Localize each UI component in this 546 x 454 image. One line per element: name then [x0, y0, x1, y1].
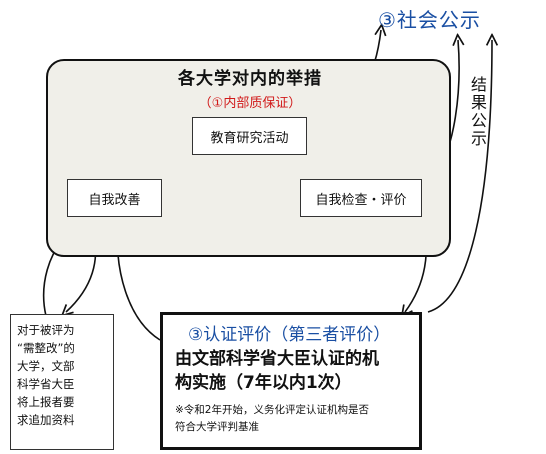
note-line: “需整改”的	[17, 341, 75, 355]
certification-note: ※令和2年开始，义务化评定认证机构是否 符合大学评判基准	[175, 402, 420, 436]
certification-body-line: 由文部科学省大臣认证的机	[175, 349, 379, 369]
note-line: 科学省大臣	[17, 377, 75, 391]
result-public-label: 结果公示	[468, 76, 487, 148]
panel-title: 各大学对内的举措	[178, 69, 322, 89]
internal-measures-panel	[46, 59, 451, 257]
certification-note-line: 符合大学评判基准	[175, 421, 259, 433]
certification-body-line: 构实施（7年以内1次）	[175, 373, 352, 393]
certification-title: ③认证评价（第三者评价）	[188, 325, 391, 345]
note-line: 对于被评为	[17, 323, 75, 337]
certification-box	[160, 312, 422, 450]
note-line: 求追加资料	[17, 413, 75, 427]
note-line: 大学，文部	[17, 359, 75, 373]
certification-body: 由文部科学省大臣认证的机 构实施（7年以内1次）	[175, 347, 420, 395]
certification-note-line: ※令和2年开始，义务化评定认证机构是否	[175, 404, 369, 416]
node-self-improve: 自我改善	[67, 179, 162, 217]
panel-subtitle: （①内部质保证）	[198, 96, 302, 111]
node-self-check: 自我检查・评价	[300, 179, 422, 217]
node-edu-research: 教育研究活动	[192, 117, 307, 155]
note-box: 对于被评为 “需整改”的 大学，文部 科学省大臣 将上报者要 求追加资料	[10, 314, 114, 450]
arrow-cert-to-public	[427, 40, 492, 313]
social-public-title: ③社会公示	[378, 8, 481, 32]
note-line: 将上报者要	[17, 395, 75, 409]
